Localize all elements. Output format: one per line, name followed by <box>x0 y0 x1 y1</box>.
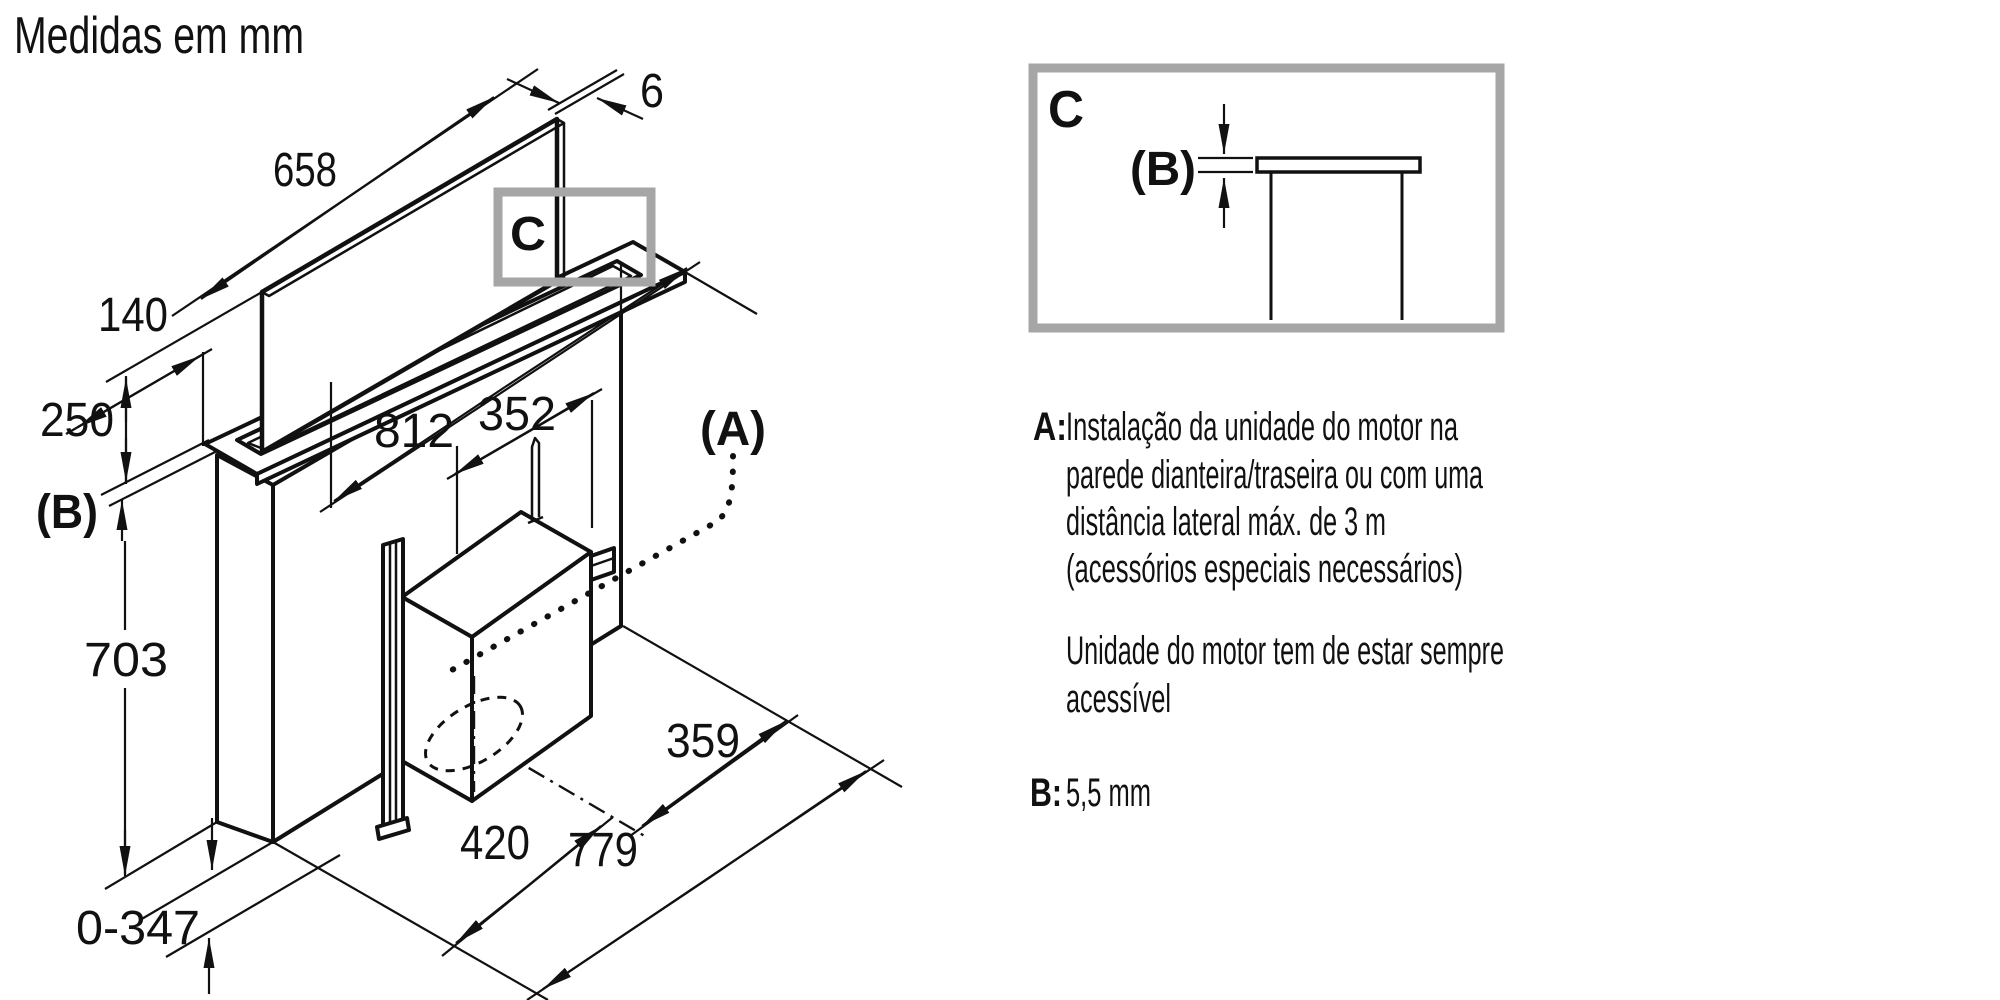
dim-label-250: 250 <box>40 394 114 447</box>
dim-label-6: 6 <box>640 65 664 118</box>
legend-a-line-3: distância lateral máx. de 3 m <box>1066 500 1386 544</box>
legend-a-line-1: Instalação da unidade do motor na <box>1066 405 1458 449</box>
detail-box-frame <box>1028 63 1505 333</box>
dimension-extension-height: 250 <box>40 376 132 484</box>
right-extension <box>622 625 903 788</box>
dimension-body-height: 703 <box>84 541 168 876</box>
ext-right <box>684 271 758 315</box>
arrow <box>712 720 787 775</box>
dimension-panel-thickness: 6 <box>506 65 664 121</box>
legend-a-line-2: parede dianteira/traseira ou com uma <box>1066 453 1483 497</box>
dim-label-812: 812 <box>374 405 454 458</box>
dim-label-658: 658 <box>273 144 337 197</box>
dimension-front-range: 0-347 <box>76 818 218 994</box>
detail-box-c: C (B) <box>1028 63 1505 333</box>
dimension-side-depth: 359 <box>629 714 799 837</box>
arrow <box>333 386 506 502</box>
arrow <box>454 433 525 475</box>
arrow <box>542 879 707 990</box>
arrow <box>596 96 644 121</box>
arrow <box>137 355 201 393</box>
rod-outline <box>530 436 541 521</box>
arrow <box>506 78 560 104</box>
dim-line <box>319 261 701 513</box>
legend-a-line-4: (acessórios especiais necessários) <box>1066 547 1463 591</box>
duct-outlet-circle <box>424 695 524 773</box>
dimension-duct-position: 420 <box>441 816 614 957</box>
dimension-total-width: 779 <box>526 759 885 1000</box>
motor-connector <box>589 546 616 582</box>
detail-plate <box>1255 156 1422 174</box>
dim-label-140: 140 <box>98 289 168 342</box>
legend-a-note-2: acessível <box>1066 677 1171 721</box>
rail-body <box>381 537 405 831</box>
legend-b-key: B: <box>1030 771 1062 815</box>
motor-unit <box>400 510 649 840</box>
dim-label-420: 420 <box>460 817 530 870</box>
arrow <box>504 267 688 388</box>
arrow <box>200 197 348 300</box>
detail-box-label: C <box>1048 81 1084 139</box>
motor-connector-line <box>590 556 615 568</box>
rim-surface-extension <box>100 439 210 496</box>
detail-callout: C <box>493 187 656 287</box>
dimension-offset: 140 <box>65 289 213 435</box>
legend-b-value: 5,5 mm <box>1066 771 1151 815</box>
dim-label-703: 703 <box>84 634 168 687</box>
construction-lines <box>100 291 903 1000</box>
arrow <box>346 96 495 199</box>
worktop-surface-extension <box>108 450 218 507</box>
detail-callout-label: C <box>510 208 546 261</box>
worktop-front-line <box>165 854 341 958</box>
panel-top-extension <box>105 291 263 383</box>
rail-foot <box>375 816 411 841</box>
dim-label-352: 352 <box>478 388 556 441</box>
dim-label-A: (A) <box>700 403 766 456</box>
dim-label-0-347: 0-347 <box>76 902 200 955</box>
arrow <box>705 770 867 881</box>
thickness-line-1 <box>547 69 618 111</box>
legend: A: Instalação da unidade do motor na par… <box>1030 405 1504 815</box>
panel-top-thickness <box>261 117 566 298</box>
dimension-panel-width: 658 <box>171 68 539 317</box>
legend-a-note-1: Unidade do motor tem de estar sempre <box>1066 629 1504 673</box>
rod-base <box>527 515 544 525</box>
arrow <box>523 392 595 435</box>
detail-callout-frame <box>493 187 656 287</box>
dimension-slot-width: 812 <box>319 261 758 513</box>
body-front-extension <box>139 841 274 921</box>
motor-reference: (A) <box>449 403 766 673</box>
left-extension <box>272 841 549 1000</box>
arrow <box>455 884 530 944</box>
legend-a-key: A: <box>1033 405 1067 449</box>
thickness-line-2 <box>554 73 625 115</box>
mounting-rod <box>527 436 544 525</box>
body-left-face <box>215 453 275 844</box>
dim-label-779: 779 <box>568 824 638 877</box>
page-title: Medidas em mm <box>14 7 304 65</box>
floor-line <box>104 821 218 890</box>
arrow <box>528 825 602 886</box>
dotted-leader <box>449 453 736 673</box>
dimension-gap-left: (B) <box>36 486 128 541</box>
dim-label-B: (B) <box>36 486 98 539</box>
dimension-motor-width: 352 <box>446 388 603 554</box>
arrow <box>641 773 714 827</box>
mounting-rail <box>375 537 411 841</box>
detail-gap-label: (B) <box>1130 143 1196 196</box>
dim-label-359: 359 <box>666 715 740 768</box>
